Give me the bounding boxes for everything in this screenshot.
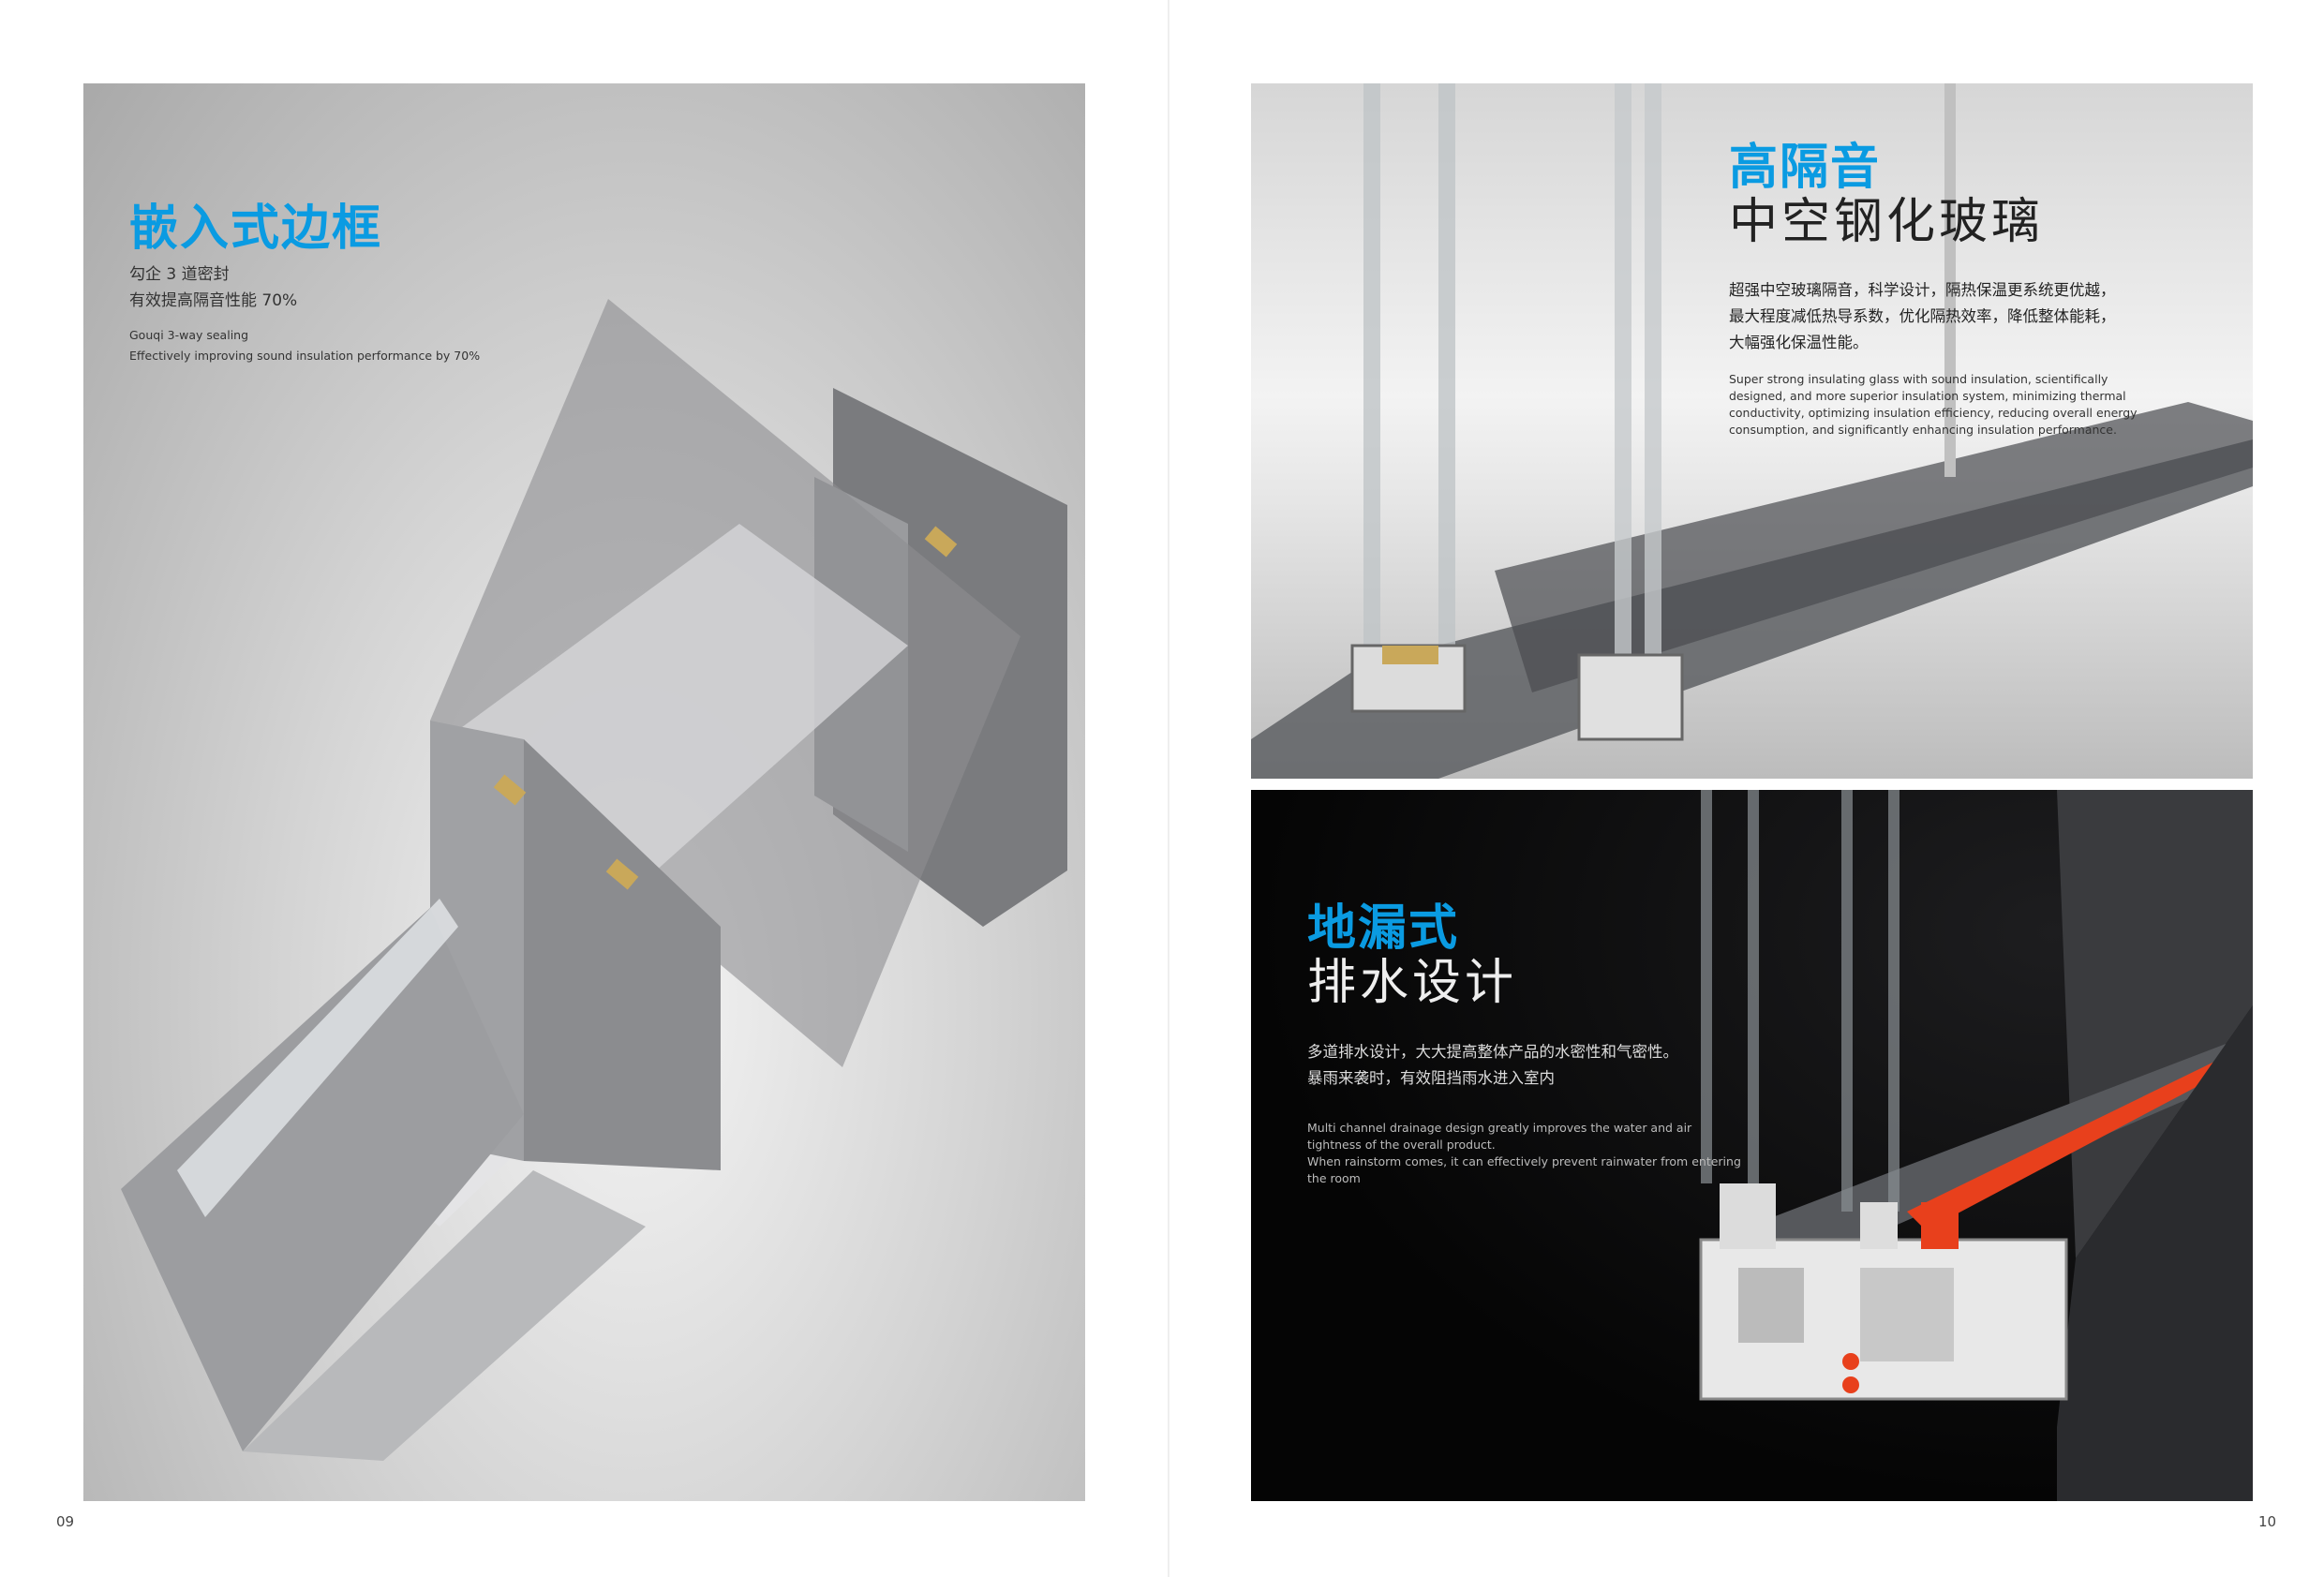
feature-description-cn: 多道排水设计，大大提高整体产品的水密性和气密性。 暴雨来袭时，有效阻挡雨水进入室… bbox=[1307, 1039, 1678, 1092]
en-line: designed, and more superior insulation s… bbox=[1729, 389, 2126, 403]
panel-title: 高隔音 bbox=[1729, 140, 1882, 196]
en-line: When rainstorm comes, it can effectively… bbox=[1307, 1154, 1741, 1168]
panel-title: 嵌入式边框 bbox=[129, 201, 383, 257]
page-number: 10 bbox=[2258, 1513, 2277, 1530]
en-line: Multi channel drainage design greatly im… bbox=[1307, 1121, 1692, 1135]
page-divider bbox=[1168, 0, 1169, 1577]
en-line: Super strong insulating glass with sound… bbox=[1729, 372, 2108, 386]
cn-line: 暴雨来袭时，有效阻挡雨水进入室内 bbox=[1307, 1069, 1555, 1087]
insulated-glass-image bbox=[1251, 83, 2253, 779]
cn-line: 最大程度减低热导系数，优化隔热效率，降低整体能耗， bbox=[1729, 307, 2116, 325]
en-line: tightness of the overall product. bbox=[1307, 1138, 1496, 1152]
floor-drainage-panel: 地漏式 排水设计 多道排水设计，大大提高整体产品的水密性和气密性。 暴雨来袭时，… bbox=[1251, 790, 2253, 1501]
panel-title: 地漏式 bbox=[1307, 900, 1460, 957]
feature-description-cn: 超强中空玻璃隔音，科学设计，隔热保温更系统更优越， 最大程度减低热导系数，优化隔… bbox=[1729, 277, 2116, 356]
panel-subtitle: 排水设计 bbox=[1307, 955, 1518, 1011]
embedded-frame-panel: 嵌入式边框 勾企 3 道密封 有效提高隔音性能 70% Gouqi 3-way … bbox=[83, 83, 1085, 1501]
en-line: the room bbox=[1307, 1171, 1361, 1185]
feature-description-cn: 勾企 3 道密封 有效提高隔音性能 70% bbox=[129, 261, 297, 314]
cn-line: 大幅强化保温性能。 bbox=[1729, 334, 1869, 351]
en-line: consumption, and significantly enhancing… bbox=[1729, 423, 2117, 437]
cn-line: 超强中空玻璃隔音，科学设计，隔热保温更系统更优越， bbox=[1729, 281, 2116, 299]
sound-insulation-panel: 高隔音 中空钢化玻璃 超强中空玻璃隔音，科学设计，隔热保温更系统更优越， 最大程… bbox=[1251, 83, 2253, 779]
en-line: Effectively improving sound insulation p… bbox=[129, 349, 481, 363]
en-line: Gouqi 3-way sealing bbox=[129, 328, 249, 342]
drainage-profile-image bbox=[1699, 790, 2253, 1501]
page-number: 09 bbox=[56, 1513, 75, 1530]
feature-description-en: Gouqi 3-way sealing Effectively improvin… bbox=[129, 325, 480, 366]
panel-subtitle: 中空钢化玻璃 bbox=[1729, 194, 2045, 250]
en-line: conductivity, optimizing insulation effi… bbox=[1729, 406, 2138, 420]
sliding-window-profile-image bbox=[121, 299, 1067, 1461]
feature-description-en: Multi channel drainage design greatly im… bbox=[1307, 1120, 1741, 1187]
cn-line: 多道排水设计，大大提高整体产品的水密性和气密性。 bbox=[1307, 1043, 1678, 1061]
feature-description-en: Super strong insulating glass with sound… bbox=[1729, 371, 2138, 439]
cn-line: 有效提高隔音性能 70% bbox=[129, 291, 298, 310]
cn-line: 勾企 3 道密封 bbox=[129, 265, 230, 284]
